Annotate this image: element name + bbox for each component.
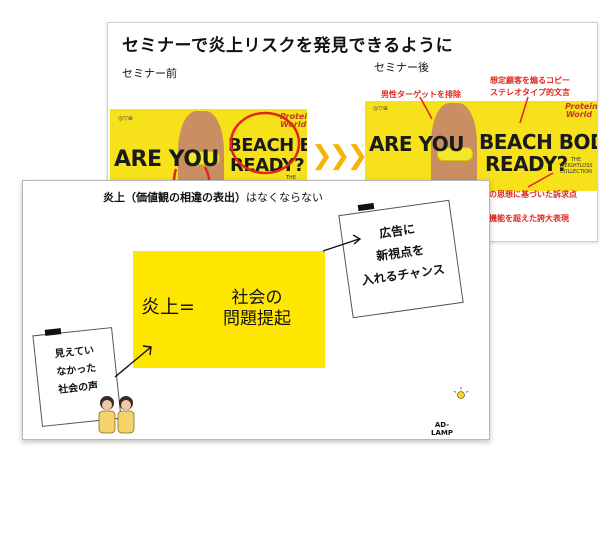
- chevron-arrows-icon: ❯❯❯: [311, 141, 368, 171]
- ad-after-product: Protein World: [565, 102, 597, 119]
- annotation-stereotype: ステレオタイプ的文言: [490, 88, 570, 97]
- front-slide: 炎上（価値観の相違の表出）はなくならない 炎上= 社会の 問題提起 広告に 新視…: [22, 180, 490, 440]
- bikini-top-after: [437, 147, 473, 161]
- ad-headline-right: BEACH BODY: [228, 135, 307, 156]
- annotation-appeal: 定の思想に基づいた訴求点: [481, 190, 577, 199]
- logo-text: AD-LAMP: [431, 421, 453, 437]
- equation-right-line2: 問題提起: [223, 309, 291, 329]
- annotation-exaggeration: 品機能を超えた誇大表現: [481, 214, 569, 223]
- equation-right: 社会の 問題提起: [223, 288, 291, 330]
- ad-headline-left: ARE YOU: [114, 147, 219, 172]
- after-label: セミナー後: [374, 61, 429, 74]
- annotation-arrows: [419, 96, 554, 188]
- bikini-top: [184, 151, 220, 165]
- children-illustration: [98, 396, 135, 434]
- heading-bold: 炎上（価値観の相違の表出）: [103, 191, 246, 204]
- ad-brand-after: ◎▽⊕: [373, 105, 388, 112]
- equation-right-line1: 社会の: [231, 288, 283, 308]
- ad-after-headline-right2: READY?: [485, 152, 568, 176]
- front-heading: 炎上（価値観の相違の表出）はなくならない: [103, 189, 323, 205]
- before-label: セミナー前: [122, 67, 177, 80]
- yellow-panel: [133, 251, 325, 368]
- ad-after-headline-right: BEACH BODY: [479, 130, 597, 154]
- ad-brand: ◎▽⊕: [118, 115, 133, 122]
- annotation-target: 男性ターゲットを排除: [381, 90, 461, 99]
- arrows: [114, 234, 362, 378]
- ad-after-sub: THE WEIGHTLOSS COLLECTION: [559, 157, 593, 175]
- back-slide-title: セミナーで炎上リスクを発見できるように: [122, 36, 454, 56]
- lamp-icon: [453, 387, 469, 399]
- heading-rest: はなくならない: [246, 191, 323, 204]
- ad-after: ◎▽⊕ ARE YOU BEACH BODY READY? Protein Wo…: [365, 101, 597, 191]
- annotation-copy: 想定顧客を煽るコピー: [490, 76, 570, 85]
- equation-left: 炎上=: [141, 296, 195, 318]
- ad-after-headline-left: ARE YOU: [369, 132, 465, 156]
